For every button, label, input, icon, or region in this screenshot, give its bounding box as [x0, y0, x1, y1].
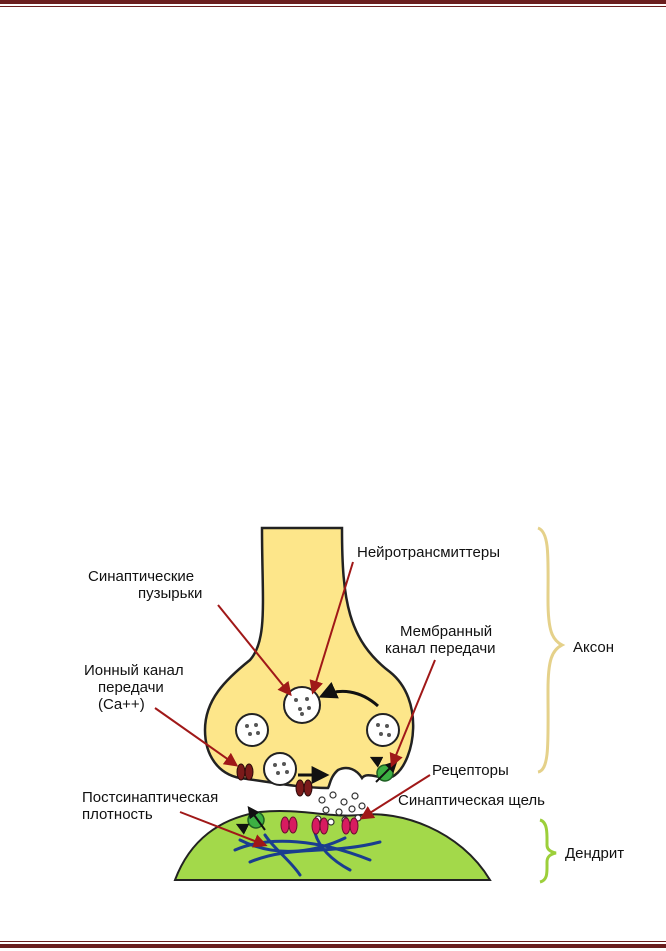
bottom-border	[0, 944, 666, 948]
vesicle-movement-arrow	[318, 681, 379, 708]
synaptic-vesicles	[235, 686, 400, 786]
label-axon: Аксон	[573, 639, 614, 656]
label-dendrite: Дендрит	[565, 845, 624, 862]
dendrite-brace	[539, 818, 557, 884]
label-vesicles-line1: Синаптические	[88, 568, 194, 585]
label-ion-channel-line1: Ионный канал	[84, 662, 184, 679]
top-border	[0, 0, 666, 4]
label-vesicles-line2: пузырьки	[138, 585, 202, 602]
pointer-ion-channel	[154, 707, 239, 767]
label-membrane-channel-line2: канал передачи	[385, 640, 496, 657]
top-border-thin	[0, 6, 666, 7]
label-cleft: Синаптическая щель	[398, 792, 545, 809]
vesicle	[366, 713, 400, 747]
label-ion-channel-line3: (Ca++)	[98, 696, 145, 713]
bottom-border-thin	[0, 941, 666, 942]
axon-brace	[537, 526, 566, 774]
vesicle	[263, 752, 297, 786]
label-ion-channel-line2: передачи	[98, 679, 164, 696]
label-postsynaptic-line2: плотность	[82, 806, 153, 823]
pointer-vesicles	[217, 604, 292, 697]
label-pointers	[154, 561, 436, 848]
vesicle	[235, 713, 269, 747]
axon-terminal	[203, 526, 415, 790]
label-neurotransmitters: Нейротрансмиттеры	[357, 544, 500, 561]
label-membrane-channel-line1: Мембранный	[400, 623, 492, 640]
pointer-neurotransmitters	[309, 561, 354, 695]
receptors	[280, 816, 359, 835]
ion-channels	[236, 763, 313, 797]
label-postsynaptic-line1: Постсинаптическая	[82, 789, 218, 806]
pointer-receptors	[359, 774, 431, 820]
postsynaptic-filaments	[233, 831, 382, 877]
vesicle	[283, 686, 321, 724]
pointer-postsynaptic	[179, 811, 268, 848]
pointer-membrane-channel	[389, 659, 436, 768]
label-receptors: Рецепторы	[432, 762, 509, 779]
